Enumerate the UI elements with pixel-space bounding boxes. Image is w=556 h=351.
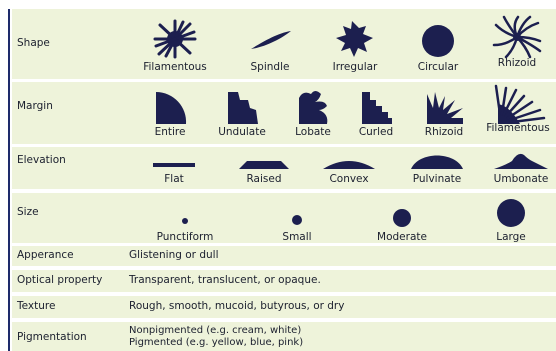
elevation-caption-raised: Raised — [246, 173, 281, 185]
elevation-flat: Flat — [144, 151, 204, 185]
margin-caption-entire: Entire — [155, 126, 186, 138]
row-label-elevation: Elevation — [17, 154, 66, 166]
margin-curled: Curled — [350, 88, 402, 138]
circular-colony-icon — [415, 19, 461, 59]
pigmentation-line-pigmented: Pigmented (e.g. yellow, blue, pink) — [129, 337, 303, 348]
appearance-description: Glistening or dull — [129, 249, 218, 261]
shape-irregular: Irregular — [320, 19, 390, 73]
row-texture: Texture Rough, smooth, mucoid, butyrous,… — [12, 296, 556, 318]
punctiform-size-icon — [170, 203, 200, 229]
shape-caption-filamentous: Filamentous — [143, 61, 207, 73]
row-appearance: Apperance Glistening or dull — [12, 246, 556, 266]
margin-caption-rhizoid: Rhizoid — [425, 126, 463, 138]
shape-spindle: Spindle — [235, 19, 305, 73]
elevation-pulvinate: Pulvinate — [404, 149, 470, 185]
elevation-caption-flat: Flat — [164, 173, 184, 185]
margin-rhizoid: Rhizoid — [417, 88, 471, 138]
pigmentation-line-nonpigmented: Nonpigmented (e.g. cream, white) — [129, 325, 301, 336]
size-caption-small: Small — [282, 231, 311, 243]
size-punctiform: Punctiform — [150, 203, 220, 243]
small-size-icon — [282, 203, 312, 229]
shape-rhizoid: Rhizoid — [486, 15, 548, 69]
row-label-size: Size — [17, 206, 39, 218]
row-optical-property: Optical property Transparent, translucen… — [12, 270, 556, 292]
row-label-appearance: Apperance — [17, 249, 74, 261]
margin-caption-curled: Curled — [359, 126, 393, 138]
margin-caption-filamentous: Filamentous — [486, 122, 550, 134]
filamentous-margin-icon — [490, 84, 546, 124]
size-caption-punctiform: Punctiform — [157, 231, 214, 243]
texture-description: Rough, smooth, mucoid, butyrous, or dry — [129, 300, 344, 312]
elevation-caption-umbonate: Umbonate — [494, 173, 549, 185]
curled-margin-icon — [356, 88, 396, 124]
undulate-margin-icon — [222, 88, 262, 124]
entire-margin-icon — [150, 88, 190, 124]
margin-lobate: Lobate — [286, 88, 340, 138]
row-label-margin: Margin — [17, 100, 53, 112]
rhizoid-margin-icon — [423, 88, 465, 124]
row-label-shape: Shape — [17, 37, 50, 49]
row-elevation: Elevation Flat Raised Convex Pulvinate — [12, 147, 556, 189]
shape-caption-rhizoid: Rhizoid — [498, 57, 536, 69]
shape-caption-circular: Circular — [418, 61, 458, 73]
filamentous-colony-icon — [152, 19, 198, 59]
rhizoid-colony-icon — [492, 15, 542, 59]
size-caption-large: Large — [496, 231, 526, 243]
shape-caption-spindle: Spindle — [251, 61, 290, 73]
convex-elevation-icon — [321, 151, 377, 171]
size-large: Large — [486, 197, 536, 243]
margin-undulate: Undulate — [212, 88, 272, 138]
shape-circular: Circular — [406, 19, 470, 73]
margin-filamentous: Filamentous — [480, 84, 556, 134]
flat-elevation-icon — [151, 151, 197, 171]
size-caption-moderate: Moderate — [377, 231, 427, 243]
shape-caption-irregular: Irregular — [333, 61, 378, 73]
elevation-convex: Convex — [317, 151, 381, 185]
shape-filamentous: Filamentous — [140, 19, 210, 73]
margin-caption-lobate: Lobate — [295, 126, 331, 138]
margin-caption-undulate: Undulate — [218, 126, 266, 138]
row-pigmentation: Pigmentation Nonpigmented (e.g. cream, w… — [12, 322, 556, 351]
elevation-raised: Raised — [234, 151, 294, 185]
large-size-icon — [491, 197, 531, 229]
elevation-caption-convex: Convex — [329, 173, 368, 185]
row-label-optical-property: Optical property — [17, 274, 102, 286]
size-small: Small — [267, 203, 327, 243]
size-moderate: Moderate — [367, 203, 437, 243]
row-shape: Shape Filamento — [12, 9, 556, 79]
elevation-caption-pulvinate: Pulvinate — [413, 173, 462, 185]
moderate-size-icon — [387, 203, 417, 229]
row-size: Size Punctiform Small Moderate Large — [12, 193, 556, 243]
pulvinate-elevation-icon — [409, 149, 465, 171]
margin-entire: Entire — [145, 88, 195, 138]
row-label-texture: Texture — [17, 300, 55, 312]
optical-property-description: Transparent, translucent, or opaque. — [129, 274, 321, 286]
irregular-colony-icon — [332, 19, 378, 59]
lobate-margin-icon — [293, 88, 333, 124]
row-margin: Margin Entire Undulate Lobate Curled — [12, 82, 556, 144]
umbonate-elevation-icon — [492, 149, 550, 171]
raised-elevation-icon — [237, 151, 291, 171]
colony-morphology-chart: Shape Filamento — [8, 9, 556, 351]
row-label-pigmentation: Pigmentation — [17, 331, 87, 343]
elevation-umbonate: Umbonate — [486, 149, 556, 185]
spindle-colony-icon — [247, 19, 293, 59]
